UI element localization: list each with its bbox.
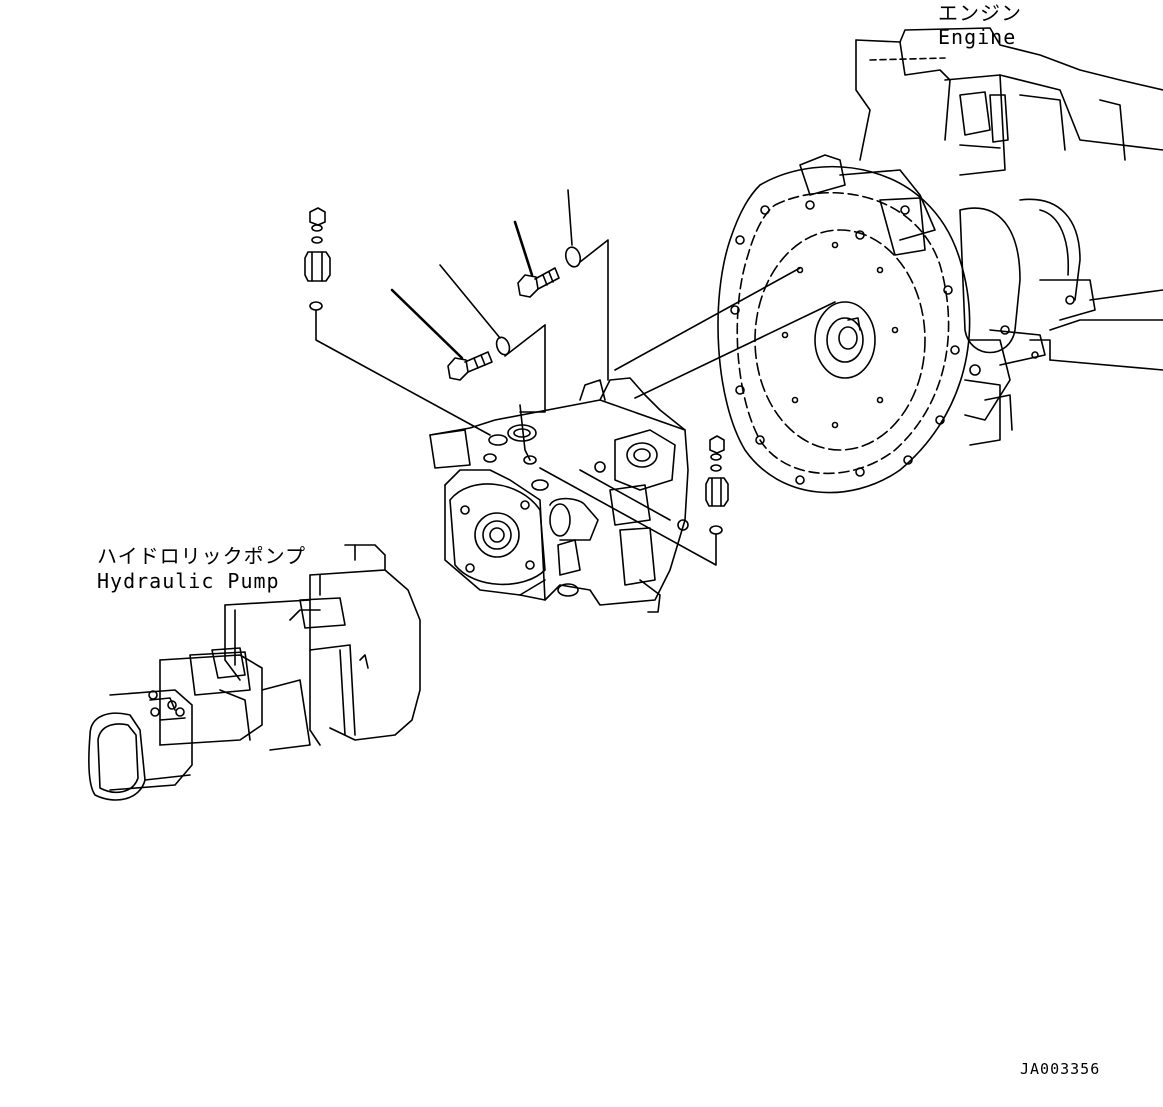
hydraulic-pump (89, 545, 420, 800)
pump-label-jp: ハイドロリックポンプ (97, 544, 306, 568)
drawing-id: JA003356 (1020, 1060, 1101, 1078)
pump-body (430, 378, 688, 612)
fasteners (305, 190, 835, 565)
pump-flange (450, 484, 545, 584)
flywheel (755, 230, 925, 450)
engine-label-en: Engine (938, 25, 1017, 49)
pump-label-en: Hydraulic Pump (97, 569, 280, 593)
engine-label-jp: エンジン (938, 1, 1022, 25)
engine-assembly (718, 28, 1163, 493)
